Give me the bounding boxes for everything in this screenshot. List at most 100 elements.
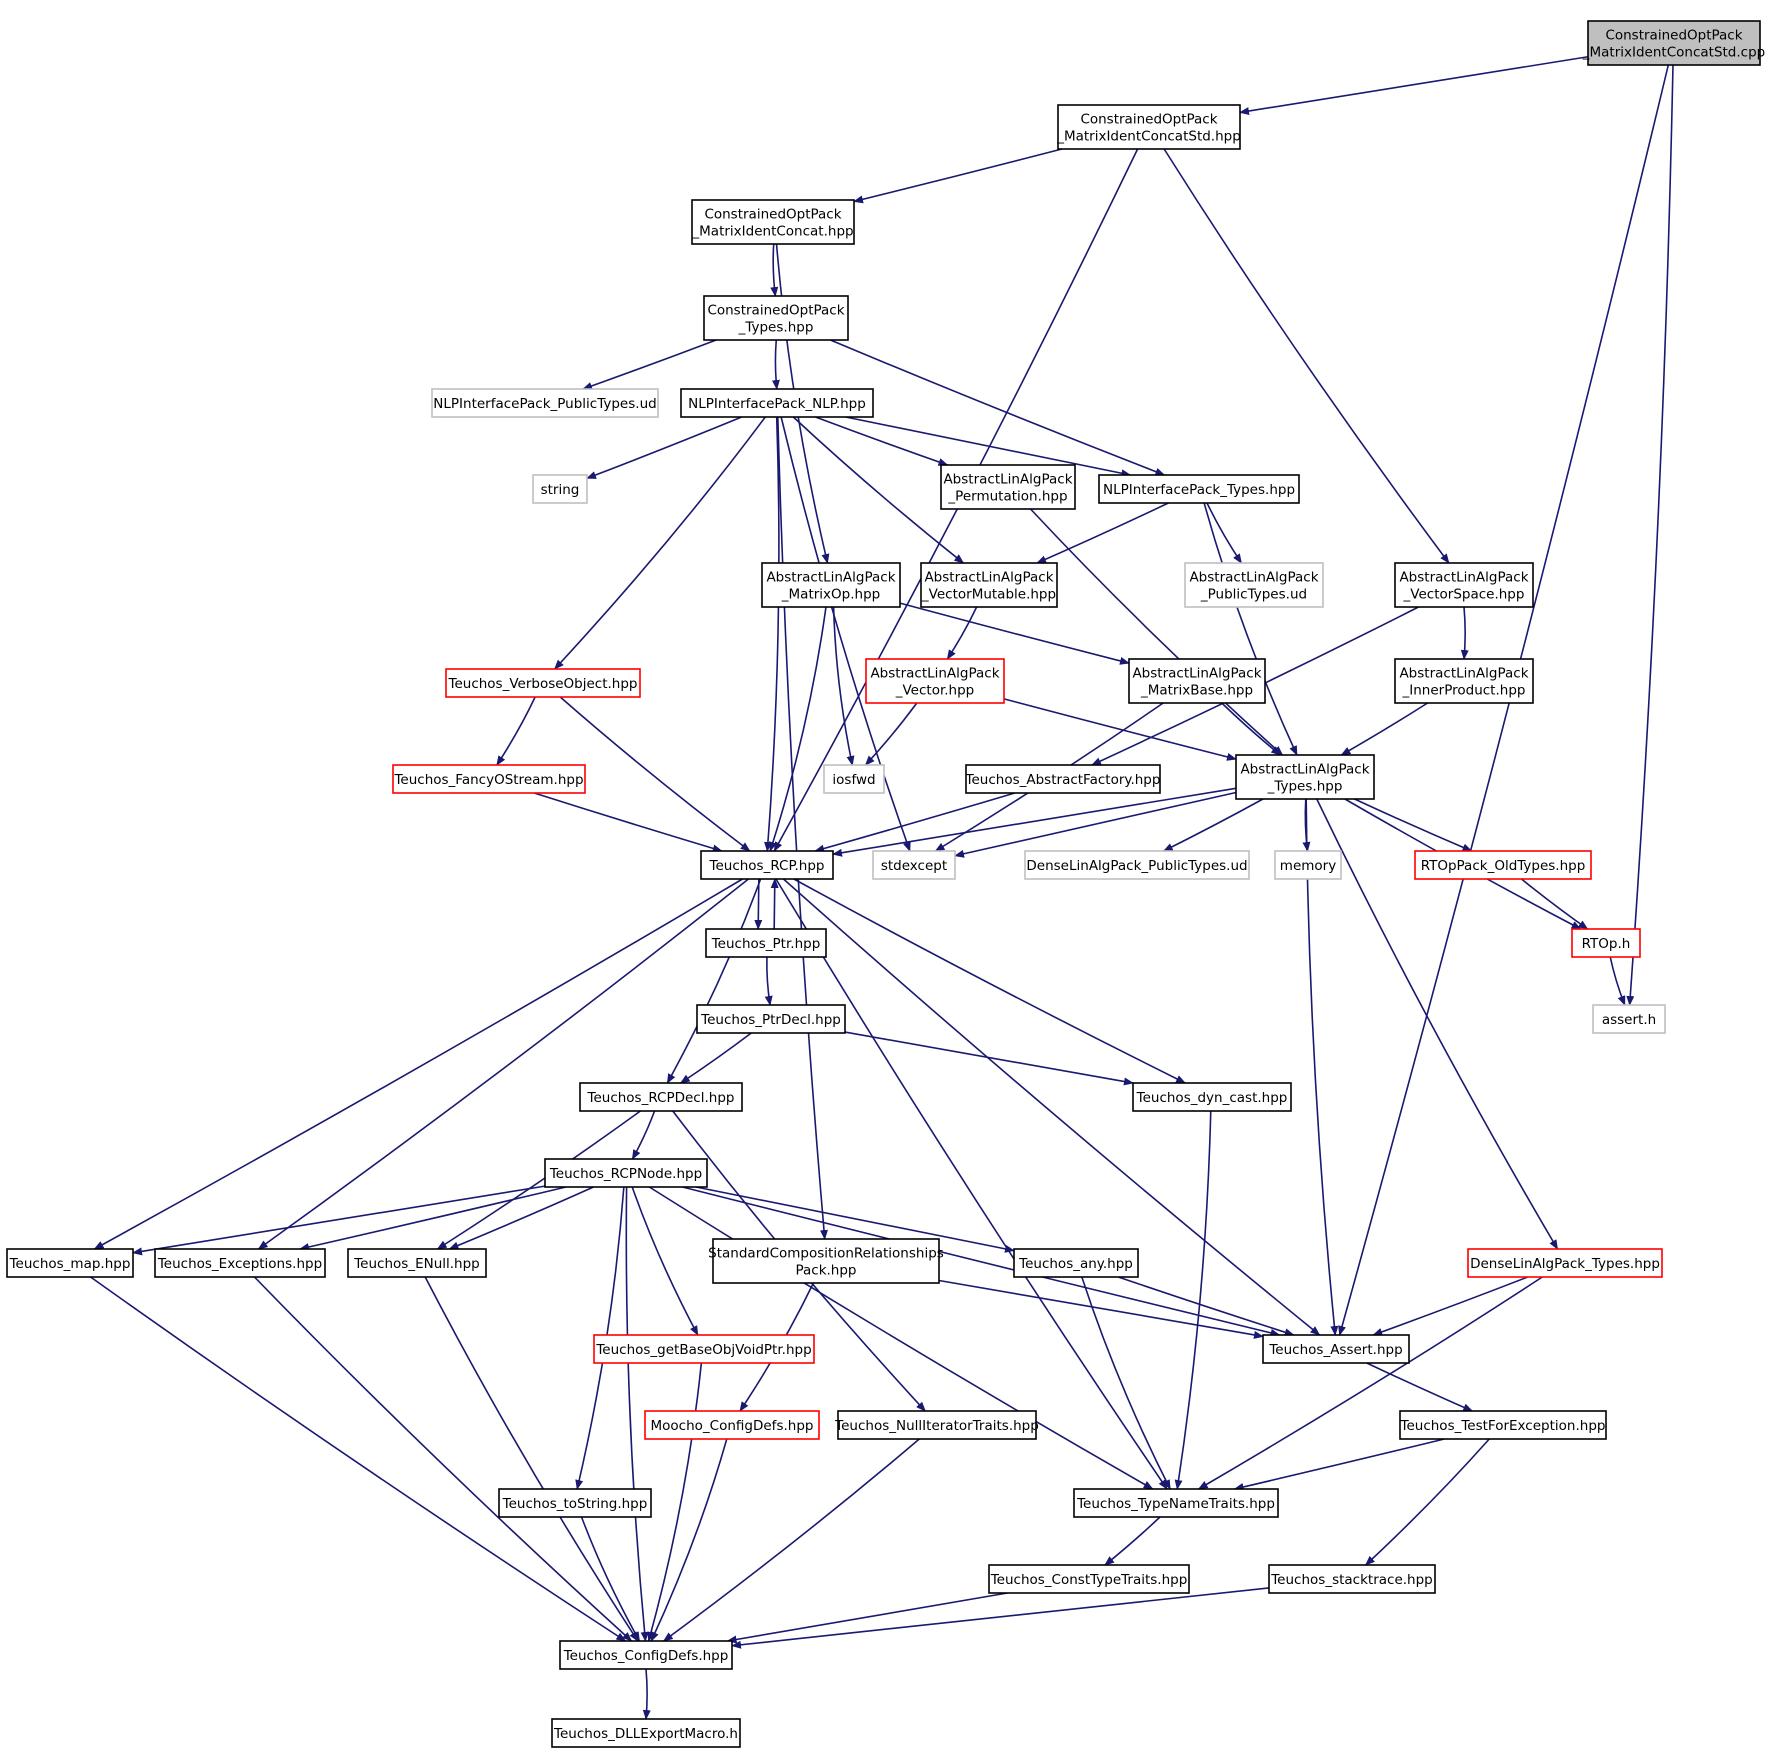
edge-alap_types-to-rtop_old <box>1354 798 1473 852</box>
edge-rcp-to-assert <box>782 878 1321 1336</box>
node-matbase[interactable]: AbstractLinAlgPack_MatrixBase.hpp <box>1128 658 1266 704</box>
node-box <box>1024 850 1250 880</box>
node-label: Teuchos_RCP.hpp <box>709 858 825 874</box>
node-exceptions[interactable]: Teuchos_Exceptions.hpp <box>154 1248 326 1278</box>
node-nlp-pub[interactable]: NLPInterfacePack_PublicTypes.ud <box>431 388 659 418</box>
node-ptr[interactable]: Teuchos_Ptr.hpp <box>705 928 827 958</box>
edge-nlp-to-nlp_types <box>845 416 1132 478</box>
node-label: AbstractLinAlgPack <box>924 570 1053 586</box>
node-label: AbstractLinAlgPack <box>1399 666 1528 682</box>
edge-nlp-to-scrp <box>777 416 828 1240</box>
node-dyncast[interactable]: Teuchos_dyn_cast.hpp <box>1132 1082 1292 1112</box>
node-box <box>1394 658 1534 704</box>
node-concat[interactable]: ConstrainedOptPack_MatrixIdentConcat.hpp <box>691 199 855 245</box>
node-map[interactable]: Teuchos_map.hpp <box>6 1248 134 1278</box>
node-nlp[interactable]: NLPInterfacePack_NLP.hpp <box>680 388 874 418</box>
node-vector[interactable]: AbstractLinAlgPack_Vector.hpp <box>865 658 1005 704</box>
node-perm[interactable]: AbstractLinAlgPack_Permutation.hpp <box>940 464 1076 510</box>
node-box <box>1235 754 1375 800</box>
node-nlp-types[interactable]: NLPInterfacePack_Types.hpp <box>1098 474 1300 504</box>
node-box <box>532 474 588 504</box>
node-ptrdecl[interactable]: Teuchos_PtrDecl.hpp <box>696 1004 846 1034</box>
node-label: ConstrainedOptPack <box>704 207 841 223</box>
node-inner[interactable]: AbstractLinAlgPack_InnerProduct.hpp <box>1394 658 1534 704</box>
node-rcpdecl[interactable]: Teuchos_RCPDecl.hpp <box>579 1082 743 1112</box>
node-box <box>644 1410 820 1440</box>
node-iosfwd[interactable]: iosfwd <box>823 764 885 794</box>
node-rtop-old[interactable]: RTOpPack_OldTypes.hpp <box>1414 850 1592 880</box>
node-moocho[interactable]: Moocho_ConfigDefs.hpp <box>644 1410 820 1440</box>
node-getbase[interactable]: Teuchos_getBaseObjVoidPtr.hpp <box>593 1334 815 1364</box>
node-assert-h[interactable]: assert.h <box>1592 1004 1666 1034</box>
node-box <box>703 295 849 341</box>
node-label: string <box>541 482 580 498</box>
node-label: memory <box>1280 858 1336 874</box>
node-tostring[interactable]: Teuchos_toString.hpp <box>498 1488 652 1518</box>
node-std-hpp[interactable]: ConstrainedOptPack_MatrixIdentConcatStd.… <box>1056 104 1241 150</box>
edge-alap_types-to-stdexcept <box>954 791 1237 858</box>
edge-nulliter-to-configdefs <box>662 1438 920 1642</box>
edge-layer <box>90 55 1674 1720</box>
node-dense-pub[interactable]: DenseLinAlgPack_PublicTypes.ud <box>1024 850 1250 880</box>
edge-ptr-to-ptrdecl <box>764 956 773 1006</box>
node-label: Teuchos_stacktrace.hpp <box>1270 1572 1433 1588</box>
node-any[interactable]: Teuchos_any.hpp <box>1013 1248 1139 1278</box>
edge-nlp-to-stdexcept <box>780 416 911 852</box>
edge-types-to-nlp_types <box>830 339 1166 476</box>
node-label: _PublicTypes.ud <box>1200 587 1307 603</box>
node-fancy[interactable]: Teuchos_FancyOStream.hpp <box>392 764 586 794</box>
node-absfact[interactable]: Teuchos_AbstractFactory.hpp <box>965 764 1161 794</box>
node-types[interactable]: ConstrainedOptPack_Types.hpp <box>703 295 849 341</box>
node-alap-pub[interactable]: AbstractLinAlgPack_PublicTypes.ud <box>1184 562 1324 608</box>
edge-verbose-to-rcp <box>559 696 751 852</box>
node-consttype[interactable]: Teuchos_ConstTypeTraits.hpp <box>988 1564 1190 1594</box>
node-box <box>823 764 885 794</box>
node-box <box>1013 1248 1139 1278</box>
edge-rcp-to-rcpdecl <box>666 878 762 1084</box>
node-stdexcept[interactable]: stdexcept <box>872 850 956 880</box>
node-label: Teuchos_TypeNameTraits.hpp <box>1076 1496 1275 1512</box>
node-box <box>1399 1410 1607 1440</box>
node-label: AbstractLinAlgPack <box>1240 762 1369 778</box>
node-dllexport[interactable]: Teuchos_DLLExportMacro.h <box>551 1718 741 1748</box>
node-box <box>712 1238 940 1284</box>
node-rcpnode[interactable]: Teuchos_RCPNode.hpp <box>544 1158 708 1188</box>
node-nulliter[interactable]: Teuchos_NullIteratorTraits.hpp <box>834 1410 1039 1440</box>
node-box <box>705 928 827 958</box>
edge-assert-to-testfor <box>1366 1362 1474 1412</box>
node-label: Teuchos_NullIteratorTraits.hpp <box>834 1418 1039 1434</box>
node-memory[interactable]: memory <box>1274 850 1342 880</box>
node-label: _MatrixIdentConcatStd.hpp <box>1056 129 1241 145</box>
node-box <box>1592 1004 1666 1034</box>
edge-rcpnode-to-typename <box>648 1186 1154 1490</box>
node-box <box>965 764 1161 794</box>
edge-exceptions-to-configdefs <box>253 1276 633 1642</box>
node-dense-types[interactable]: DenseLinAlgPack_Types.hpp <box>1467 1248 1663 1278</box>
node-enull[interactable]: Teuchos_ENull.hpp <box>347 1248 487 1278</box>
node-stacktrace[interactable]: Teuchos_stacktrace.hpp <box>1268 1564 1436 1594</box>
node-box <box>431 388 659 418</box>
node-label: Teuchos_Exceptions.hpp <box>157 1256 322 1272</box>
node-rcp[interactable]: Teuchos_RCP.hpp <box>700 850 834 880</box>
edge-any-to-typename <box>1081 1276 1171 1490</box>
edge-alap_types-to-dense_types <box>1316 798 1559 1250</box>
node-string[interactable]: string <box>532 474 588 504</box>
node-matop[interactable]: AbstractLinAlgPack_MatrixOp.hpp <box>761 562 901 608</box>
node-assert[interactable]: Teuchos_Assert.hpp <box>1262 1334 1410 1364</box>
node-verbose[interactable]: Teuchos_VerboseObject.hpp <box>445 668 641 698</box>
node-vecspace[interactable]: AbstractLinAlgPack_VectorSpace.hpp <box>1394 562 1534 608</box>
node-root[interactable]: ConstrainedOptPack_MatrixIdentConcatStd.… <box>1582 20 1765 66</box>
node-testfor[interactable]: Teuchos_TestForException.hpp <box>1399 1410 1607 1440</box>
node-box <box>1467 1248 1663 1278</box>
node-vecmut[interactable]: AbstractLinAlgPack_VectorMutable.hpp <box>920 562 1058 608</box>
edge-nlp-to-vecmut <box>792 416 965 564</box>
node-box <box>445 668 641 698</box>
node-configdefs[interactable]: Teuchos_ConfigDefs.hpp <box>559 1640 733 1670</box>
node-rtop[interactable]: RTOp.h <box>1571 928 1641 958</box>
node-alap-types[interactable]: AbstractLinAlgPack_Types.hpp <box>1235 754 1375 800</box>
node-typename[interactable]: Teuchos_TypeNameTraits.hpp <box>1073 1488 1279 1518</box>
node-label: Teuchos_any.hpp <box>1018 1256 1133 1272</box>
node-label: AbstractLinAlgPack <box>943 472 1072 488</box>
node-box <box>559 1640 733 1670</box>
